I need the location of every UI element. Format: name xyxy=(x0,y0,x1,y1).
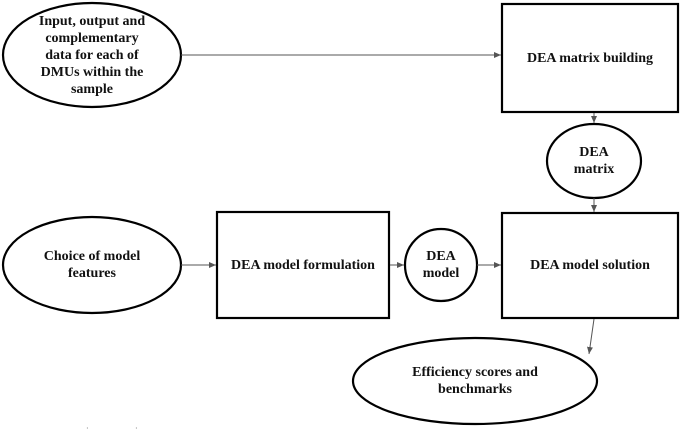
model-solution-box xyxy=(500,211,680,320)
dea-model-label: DEA model xyxy=(422,249,460,281)
scan-artifact: · xyxy=(86,424,89,433)
dea-matrix-label: DEA matrix xyxy=(573,145,615,177)
matrix-building-box xyxy=(500,2,680,114)
model-features-label: Choice of model features xyxy=(43,249,141,281)
efficiency-scores-label: Efficiency scores and benchmarks xyxy=(412,365,538,397)
model-solution-label: DEA model solution xyxy=(530,258,650,273)
matrix-building-label: DEA matrix building xyxy=(526,50,654,66)
scan-artifact: · xyxy=(135,424,138,433)
input-data-label: Input, output and complementary data for… xyxy=(38,13,146,97)
efficiency-scores-ellipse xyxy=(351,336,599,426)
model-formulation-label: DEA model formulation xyxy=(231,257,375,273)
arrow-solution-to-efficiency-scores xyxy=(587,318,595,355)
model-formulation-box xyxy=(215,210,391,320)
